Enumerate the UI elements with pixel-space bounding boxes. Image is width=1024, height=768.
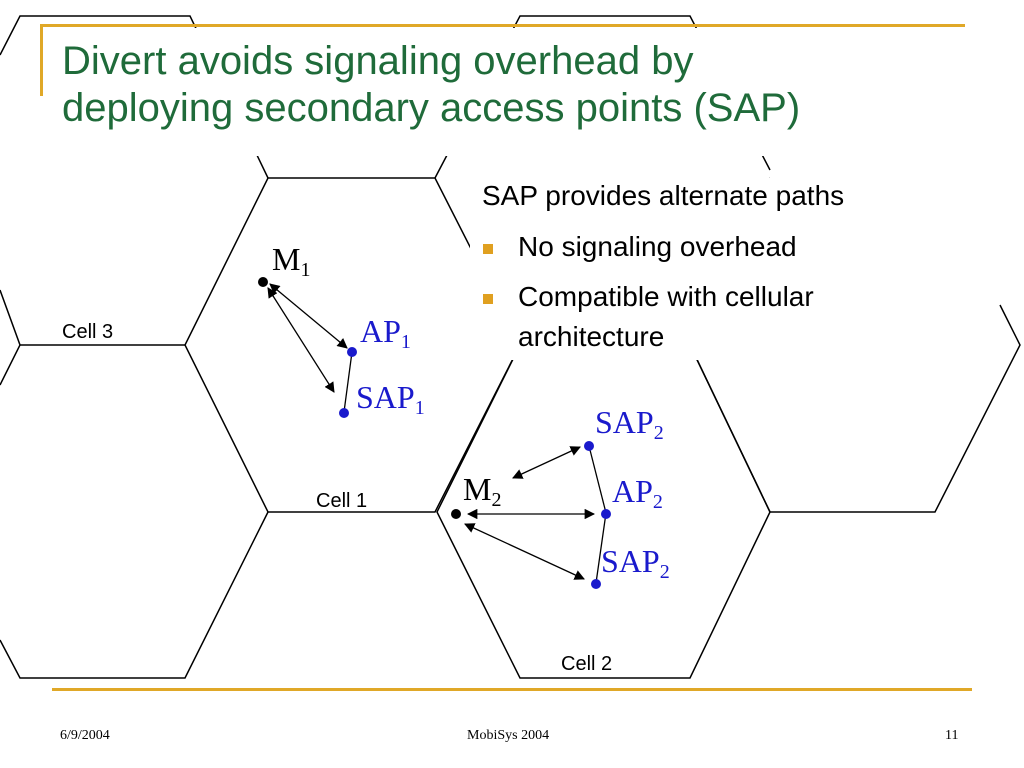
ap1-label: AP1 xyxy=(360,313,411,353)
bottom-accent-bar xyxy=(52,688,972,691)
footer-event: MobiSys 2004 xyxy=(467,728,550,743)
bullet-1: No signaling overhead xyxy=(518,231,797,262)
m2-node xyxy=(451,509,461,519)
link-sap2-ap2 xyxy=(588,445,607,514)
bullet-2-continued: architecture xyxy=(518,321,665,352)
link-ap1-sap1 xyxy=(343,351,353,413)
m1-node xyxy=(258,277,268,287)
ap1-node xyxy=(347,347,357,357)
title-line-2: deploying secondary access points (SAP) xyxy=(62,86,801,130)
top-accent-bar xyxy=(40,24,965,27)
ap2-node xyxy=(601,509,611,519)
footer-date: 6/9/2004 xyxy=(60,728,110,743)
bullet-square-icon xyxy=(483,294,493,304)
link-m2-sap2-top xyxy=(512,446,581,479)
left-accent-bar xyxy=(40,26,43,96)
m1-label: M1 xyxy=(272,241,310,281)
footer-page-number: 11 xyxy=(945,728,959,743)
bullet-square-icon xyxy=(483,244,493,254)
link-m1-sap1 xyxy=(267,287,335,393)
bullet-textbox xyxy=(470,178,930,360)
link-m1-ap1 xyxy=(269,283,348,349)
cell-2-label: Cell 2 xyxy=(561,653,612,675)
sap2-bottom-label: SAP2 xyxy=(601,543,670,583)
m2-label: M2 xyxy=(463,471,501,511)
title-line-1: Divert avoids signaling overhead by xyxy=(62,39,694,83)
link-m2-sap2-bottom xyxy=(464,523,585,580)
sap1-node xyxy=(339,408,349,418)
link-ap2-sap2 xyxy=(595,512,607,584)
ap2-label: AP2 xyxy=(612,473,663,513)
cell-3-label: Cell 3 xyxy=(62,321,113,343)
bullet-2: Compatible with cellular xyxy=(518,281,814,312)
sap1-label: SAP1 xyxy=(356,379,425,419)
sap2-top-label: SAP2 xyxy=(595,404,664,444)
title-background xyxy=(48,28,968,156)
sap2-bottom-node xyxy=(591,579,601,589)
cell-1-label: Cell 1 xyxy=(316,490,367,512)
intro-text: SAP provides alternate paths xyxy=(482,180,845,211)
sap2-top-node xyxy=(584,441,594,451)
slide-title: Divert avoids signaling overhead by depl… xyxy=(62,38,962,132)
